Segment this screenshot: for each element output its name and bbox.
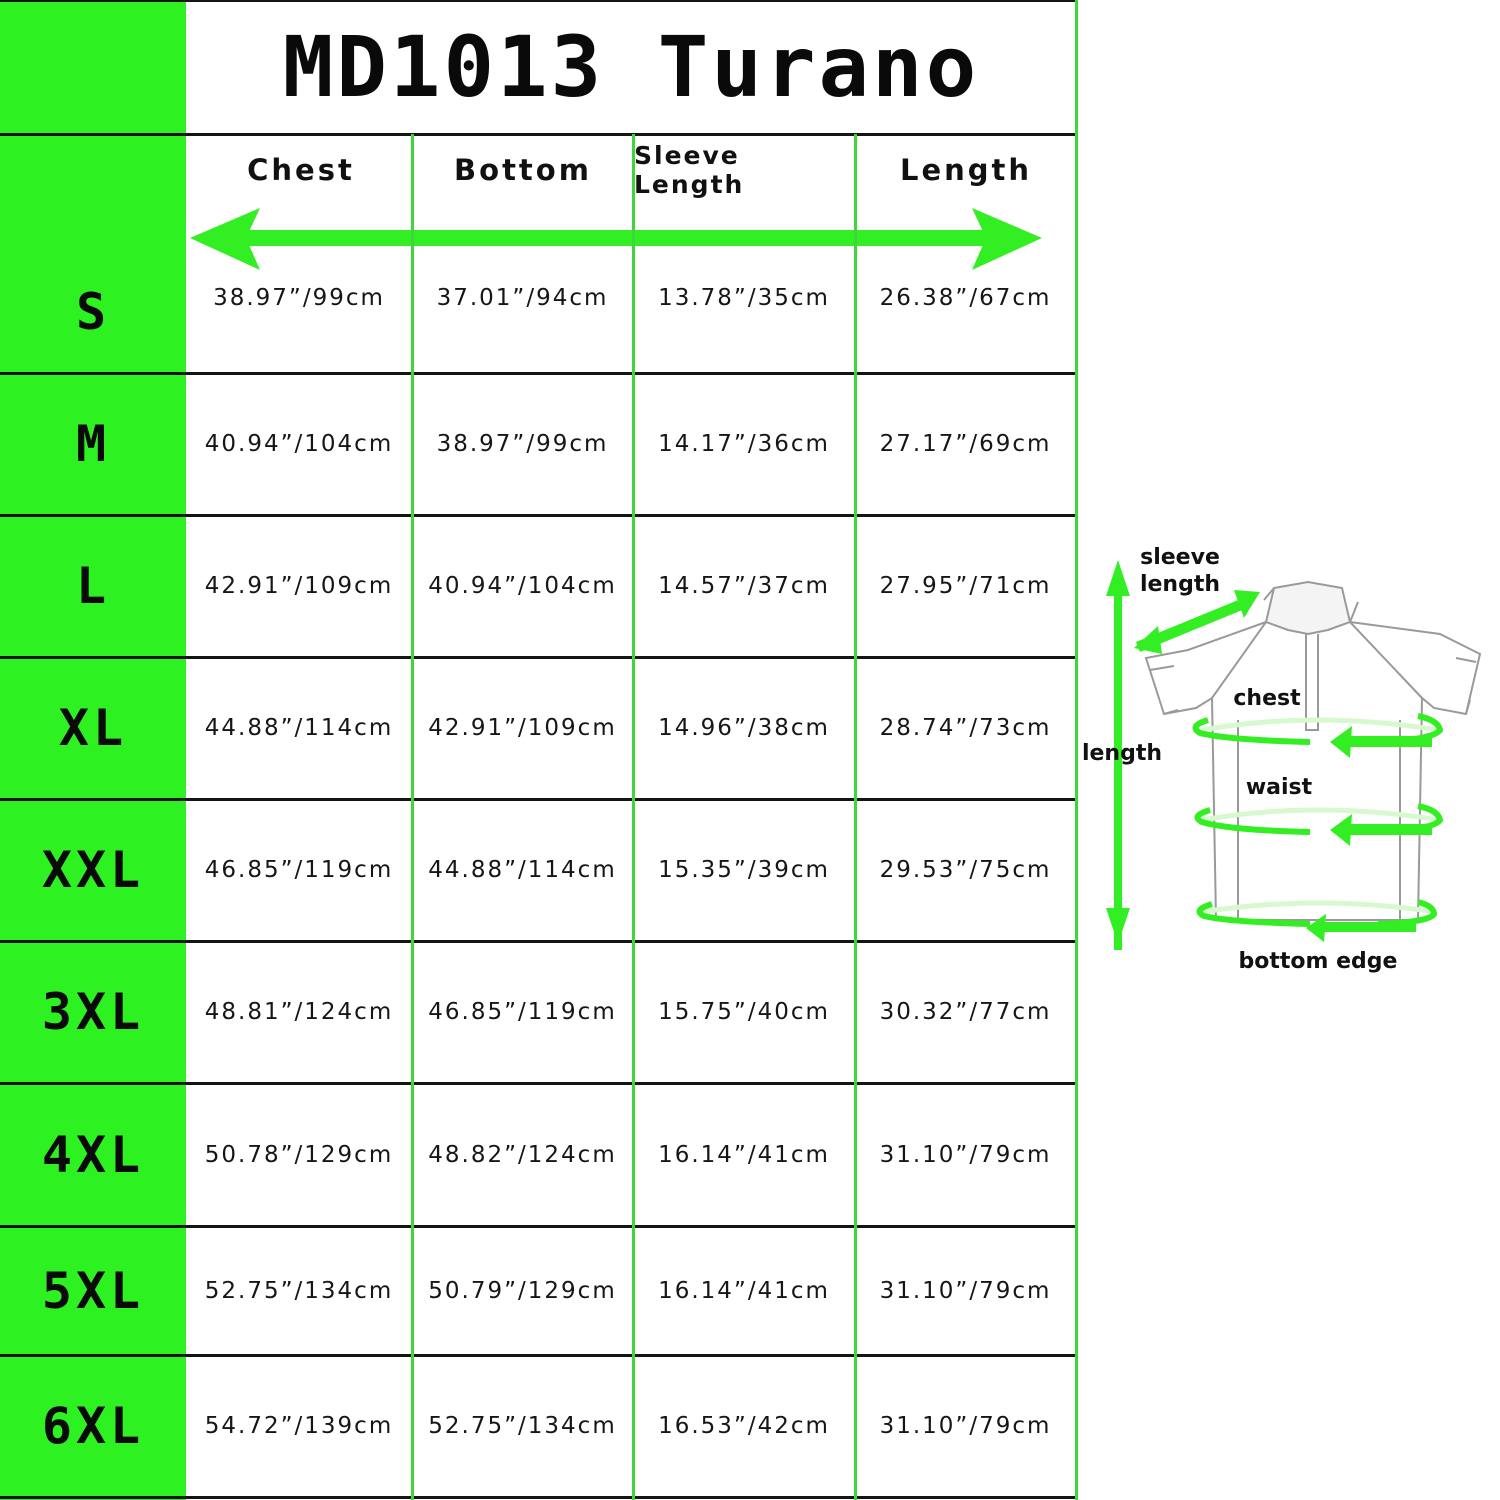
column-divider — [411, 134, 414, 1500]
column-header-length: Length — [899, 153, 1033, 187]
table-cell: 14.96”/38cm — [658, 715, 830, 741]
size-label: 3XL — [41, 983, 145, 1041]
column-divider — [632, 134, 635, 1500]
table-cell: 30.32”/77cm — [879, 999, 1052, 1025]
table-cell: 16.14”/41cm — [658, 1142, 830, 1168]
table-cell: 15.35”/39cm — [658, 857, 830, 883]
size-label: XXL — [41, 841, 145, 899]
bottom-edge-label: bottom edge — [1238, 949, 1398, 974]
table-cell: 48.82”/124cm — [428, 1142, 617, 1168]
size-label: 5XL — [41, 1261, 145, 1320]
row-divider — [0, 372, 1078, 375]
table-cell: 31.10”/79cm — [879, 1413, 1052, 1439]
size-label: XL — [58, 699, 128, 757]
table-cell: 28.74”/73cm — [879, 715, 1052, 741]
table-cell: 44.88”/114cm — [204, 715, 394, 741]
chest-label: chest — [1233, 686, 1301, 711]
table-cell: 44.88”/114cm — [428, 857, 617, 883]
row-divider — [0, 1496, 1078, 1499]
row-divider — [0, 514, 1078, 517]
table-cell: 48.81”/124cm — [204, 999, 394, 1025]
row-divider — [0, 940, 1078, 943]
table-cell: 54.72”/139cm — [204, 1413, 394, 1439]
table-cell: 31.10”/79cm — [879, 1142, 1052, 1168]
row-divider — [0, 1225, 1078, 1228]
table-cell: 38.97”/99cm — [213, 285, 385, 311]
table-cell: 50.78”/129cm — [204, 1142, 394, 1168]
table-cell: 27.17”/69cm — [879, 431, 1052, 457]
sleeve-label-line2: length — [1139, 572, 1221, 597]
sleeve-length-label: sleeve length — [1130, 544, 1230, 598]
size-label: 4XL — [41, 1125, 145, 1184]
size-column-background — [0, 0, 186, 1500]
table-cell: 42.91”/109cm — [428, 715, 617, 741]
table-cell: 16.53”/42cm — [658, 1413, 830, 1439]
row-divider — [0, 133, 1078, 136]
jersey-diagram — [1106, 560, 1482, 950]
table-cell: 13.78”/35cm — [658, 285, 830, 311]
table-cell: 27.95”/71cm — [879, 573, 1052, 599]
table-cell: 52.75”/134cm — [204, 1278, 394, 1304]
sleeve-label-line1: sleeve — [1140, 545, 1220, 570]
waist-label: waist — [1245, 775, 1313, 800]
size-label: S — [75, 282, 111, 341]
size-label: 6XL — [41, 1397, 145, 1455]
column-divider — [854, 134, 857, 1500]
table-cell: 14.17”/36cm — [658, 431, 830, 457]
table-cell: 16.14”/41cm — [658, 1278, 830, 1304]
table-cell: 46.85”/119cm — [204, 857, 394, 883]
table-cell: 40.94”/104cm — [204, 431, 394, 457]
column-header-chest: Chest — [247, 153, 355, 187]
size-label: L — [75, 557, 111, 615]
column-header-bottom: Bottom — [454, 153, 592, 187]
row-divider — [0, 798, 1078, 801]
table-cell: 42.91”/109cm — [204, 573, 394, 599]
table-cell: 15.75”/40cm — [658, 999, 830, 1025]
table-cell: 37.01”/94cm — [436, 285, 609, 311]
table-cell: 31.10”/79cm — [879, 1278, 1052, 1304]
table-cell: 29.53”/75cm — [879, 857, 1052, 883]
table-cell: 46.85”/119cm — [428, 999, 617, 1025]
chart-title: MD1013 Turano — [282, 18, 980, 116]
column-header-sleeve-length: Sleeve Length — [634, 141, 745, 199]
table-cell: 40.94”/104cm — [428, 573, 617, 599]
size-label: M — [75, 415, 111, 473]
table-cell: 14.57”/37cm — [658, 573, 830, 599]
table-cell: 52.75”/134cm — [428, 1413, 617, 1439]
table-cell: 38.97”/99cm — [436, 431, 609, 457]
length-label: length — [1081, 741, 1163, 766]
table-cell: 26.38”/67cm — [879, 285, 1052, 311]
row-divider — [0, 1082, 1078, 1085]
row-divider — [0, 656, 1078, 659]
row-divider — [0, 1354, 1078, 1357]
table-right-border — [1075, 0, 1078, 1500]
table-cell: 50.79”/129cm — [428, 1278, 617, 1304]
row-divider — [0, 0, 1078, 2]
double-arrow-icon — [190, 208, 1042, 270]
